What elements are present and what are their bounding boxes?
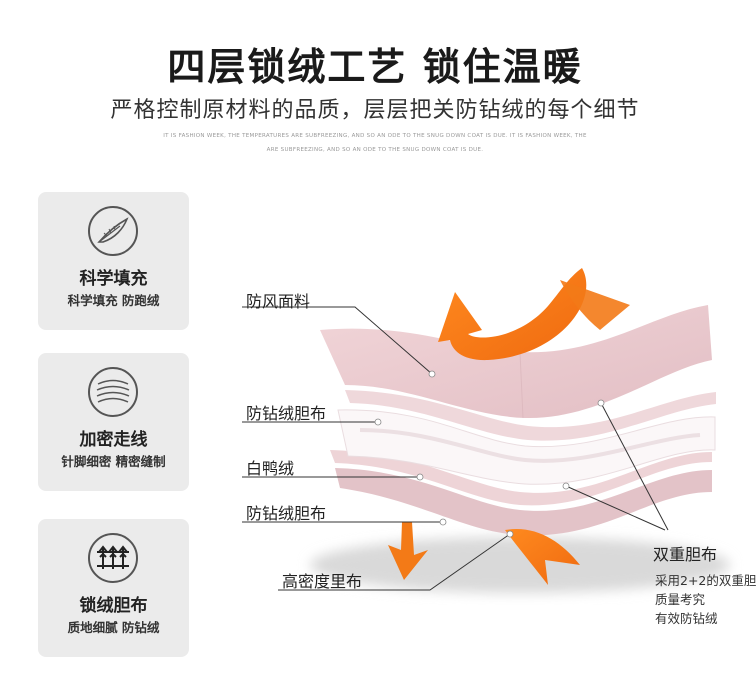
double-lining-title: 双重胆布 bbox=[653, 545, 718, 564]
downproof-layer-top bbox=[345, 390, 716, 441]
marker-dot bbox=[506, 530, 514, 538]
diagram-shadow bbox=[310, 537, 730, 593]
feature-card-lock: 锁绒胆布 质地细腻 防钻绒 bbox=[38, 519, 189, 657]
fine-print-line-2: ARE SUBFREEZING, AND SO AN ODE TO THE SN… bbox=[266, 147, 484, 153]
feature-card-stitch: 加密走线 针脚细密 精密缝制 bbox=[38, 353, 189, 491]
feature-subtitle: 质地细腻 防钻绒 bbox=[67, 620, 160, 635]
double-lining-note-1: 采用2+2的双重胆 bbox=[655, 573, 756, 588]
arrow-bottom-right bbox=[505, 529, 580, 585]
leader-double-1 bbox=[600, 402, 669, 531]
layer-label-lining: 高密度里布 bbox=[282, 572, 363, 591]
page-subtitle: 严格控制原材料的品质，层层把关防钻绒的每个细节 bbox=[110, 98, 640, 123]
fine-print-line-1: IT IS FASHION WEEK, THE TEMPERATURES ARE… bbox=[163, 133, 587, 139]
feature-subtitle: 针脚细密 精密缝制 bbox=[61, 454, 166, 469]
feature-title: 锁绒胆布 bbox=[79, 596, 148, 616]
page-title: 四层锁绒工艺 锁住温暖 bbox=[167, 45, 583, 89]
windproof-layer bbox=[320, 305, 712, 419]
layer-label-down: 白鸭绒 bbox=[246, 459, 295, 478]
feature-title: 加密走线 bbox=[79, 430, 148, 450]
marker-dot bbox=[416, 473, 424, 481]
feather-icon bbox=[88, 206, 138, 256]
marker-dot bbox=[597, 399, 605, 407]
layer-label-windproof: 防风面料 bbox=[246, 292, 311, 311]
arrow-top-right bbox=[560, 280, 630, 330]
layer-label-downproof-1: 防钻绒胆布 bbox=[246, 404, 327, 423]
arrow-top-left bbox=[438, 268, 587, 361]
leader-lining bbox=[278, 533, 511, 591]
feature-card-fill: 科学填充 科学填充 防跑绒 bbox=[38, 192, 189, 330]
marker-dot bbox=[562, 482, 570, 490]
down-layer bbox=[337, 409, 716, 485]
double-lining-note-2: 质量考究 bbox=[655, 592, 706, 607]
feature-subtitle: 科学填充 防跑绒 bbox=[67, 293, 160, 308]
feature-title: 科学填充 bbox=[79, 269, 148, 289]
lock-down-icon bbox=[88, 533, 138, 583]
stitch-lines-icon bbox=[88, 367, 138, 417]
marker-dot bbox=[374, 418, 382, 426]
arrow-down-left bbox=[388, 522, 428, 580]
lining-layer bbox=[335, 468, 712, 536]
marker-dot bbox=[439, 518, 447, 526]
layer-label-downproof-2: 防钻绒胆布 bbox=[246, 504, 327, 523]
leader-windproof bbox=[242, 306, 433, 375]
leader-double-2 bbox=[565, 485, 666, 531]
double-lining-note-3: 有效防钻绒 bbox=[655, 611, 718, 626]
marker-dot bbox=[428, 370, 436, 378]
